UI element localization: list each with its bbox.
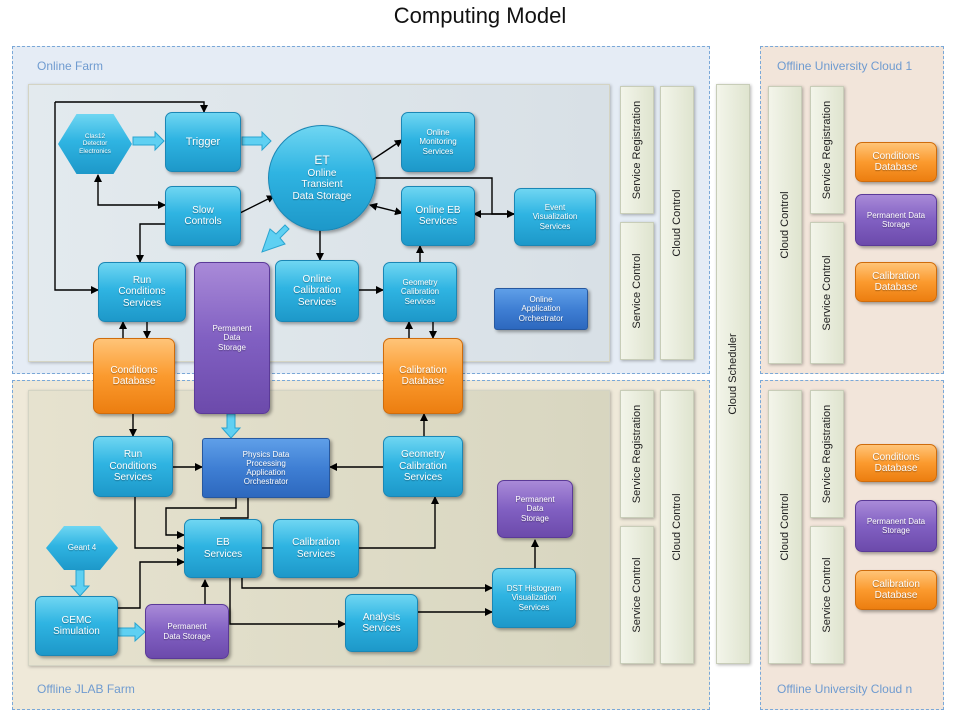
cloud1-cloud-control-strip: Cloud Control [768, 86, 802, 364]
connector-line [371, 139, 403, 161]
connector-line [239, 195, 275, 214]
geometry-calibration-offline-node: Geometry Calibration Services [383, 436, 463, 497]
online-farm-label: Online Farm [37, 59, 104, 73]
calibration-db-online-node: Calibration Database [383, 338, 463, 414]
connector-line [220, 498, 249, 519]
online-calibration-node: Online Calibration Services [275, 260, 359, 322]
block-arrow [132, 130, 165, 152]
offline-service-control-strip: Service Control [620, 526, 654, 664]
gemc-simulation-node: GEMC Simulation [35, 596, 118, 656]
connector-line [94, 174, 166, 209]
cloud1-permanent-storage-node: Permanent Data Storage [855, 194, 937, 246]
offline-jlab-farm-label: Offline JLAB Farm [37, 682, 135, 696]
offline-cloud-control-strip: Cloud Control [660, 390, 694, 664]
online-monitoring-node: Online Monitoring Services [401, 112, 475, 172]
event-visualization-node: Event Visualization Services [514, 188, 596, 246]
connector-line [369, 202, 403, 216]
et-title: ET [314, 152, 330, 167]
cloudn-conditions-db-node: Conditions Database [855, 444, 937, 482]
physics-orchestrator-node: Physics Data Processing Application Orch… [202, 438, 330, 498]
block-arrow [69, 569, 91, 597]
connector-line [55, 101, 208, 113]
analysis-services-node: Analysis Services [345, 594, 418, 652]
conditions-db-online-node: Conditions Database [93, 338, 175, 414]
trigger-node: Trigger [165, 112, 241, 172]
offline-cloud-1-label: Offline University Cloud 1 [777, 59, 913, 73]
connector-line [54, 102, 99, 294]
clas12-detector-node: Clas12 Detector Electronics [58, 114, 132, 174]
online-cloud-control-strip: Cloud Control [660, 86, 694, 360]
et-body: Online Transient Data Storage [292, 167, 352, 202]
connector-line [118, 558, 185, 609]
run-conditions-online-node: Run Conditions Services [98, 262, 186, 322]
cloud1-conditions-db-node: Conditions Database [855, 142, 937, 182]
connector-line [241, 578, 493, 592]
connector-line [229, 578, 346, 628]
slow-controls-node: Slow Controls [165, 186, 241, 246]
run-conditions-offline-node: Run Conditions Services [93, 436, 173, 497]
calibration-services-node: Calibration Services [273, 519, 359, 578]
block-arrow [261, 224, 290, 253]
cloud1-service-control-strip: Service Control [810, 222, 844, 364]
et-storage-node: ET Online Transient Data Storage [268, 125, 376, 231]
cloudn-calibration-db-node: Calibration Database [855, 570, 937, 610]
cloud1-service-registration-strip: Service Registration [810, 86, 844, 214]
cloudn-service-control-strip: Service Control [810, 526, 844, 664]
permanent-storage-online-node: Permanent Data Storage [194, 262, 270, 414]
online-orchestrator-node: Online Application Orchestrator [494, 288, 588, 330]
connector-line [165, 498, 237, 539]
offline-cloud-n-label: Offline University Cloud n [777, 682, 913, 696]
cloudn-permanent-storage-node: Permanent Data Storage [855, 500, 937, 552]
page-title: Computing Model [393, 3, 567, 28]
online-service-registration-strip: Service Registration [620, 86, 654, 214]
block-arrow [117, 621, 146, 643]
permanent-storage-bottom-node: Permanent Data Storage [145, 604, 229, 659]
connector-line [136, 223, 165, 263]
cloud1-calibration-db-node: Calibration Database [855, 262, 937, 302]
eb-services-node: EB Services [184, 519, 262, 578]
geometry-calibration-online-node: Geometry Calibration Services [383, 262, 457, 322]
permanent-storage-right-node: Permanent Data Storage [497, 480, 573, 538]
cloudn-cloud-control-strip: Cloud Control [768, 390, 802, 664]
cloudn-service-registration-strip: Service Registration [810, 390, 844, 518]
online-service-control-strip: Service Control [620, 222, 654, 360]
connector-line [134, 497, 185, 552]
online-eb-node: Online EB Services [401, 186, 475, 246]
dst-histogram-node: DST Histogram Visualization Services [492, 568, 576, 628]
connector-line [359, 496, 439, 549]
block-arrow [241, 130, 272, 152]
block-arrow [220, 413, 242, 439]
offline-service-registration-strip: Service Registration [620, 390, 654, 518]
cloud-scheduler-strip: Cloud Scheduler [716, 84, 750, 664]
